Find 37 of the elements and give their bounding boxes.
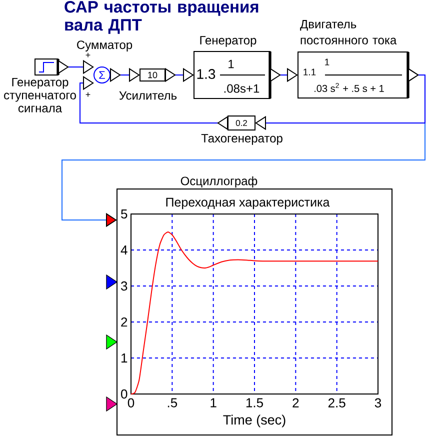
gain-value: 1.3 xyxy=(197,69,216,79)
plus-sign: + xyxy=(86,92,90,97)
numerator: 1 xyxy=(325,58,330,66)
tick-label: 0 xyxy=(128,398,134,408)
signal-line xyxy=(58,60,94,74)
diagram-title: САР частоты вращения вала ДПТ xyxy=(64,1,258,34)
denominator: .08s+1 xyxy=(224,84,260,93)
tick-label: 1 xyxy=(121,354,128,362)
gain-block: 0.2 xyxy=(228,116,256,130)
denominator: .03 s$^{2}$ + .5 s + 1 xyxy=(314,83,384,92)
axis-label: Time (sec) xyxy=(223,414,286,428)
signal-line xyxy=(165,68,194,82)
tick-label: 3 xyxy=(121,281,128,291)
tick-label: 2.5 xyxy=(328,398,346,408)
tick-label: 2 xyxy=(121,317,128,327)
tick-label: 0 xyxy=(121,389,128,399)
gain-block: 10 xyxy=(140,68,166,82)
block-label: Тахогенератор xyxy=(201,134,282,145)
block-label: Генератор xyxy=(200,36,256,47)
chart-title: Переходная характеристика xyxy=(166,198,330,210)
plus-sign: + xyxy=(86,52,90,58)
numerator: 1 xyxy=(228,60,234,68)
signal-line xyxy=(270,68,298,82)
tick-label: .5 xyxy=(168,398,178,408)
block-label: Двигатель постоянного тока xyxy=(300,20,397,44)
block-label: Генератор ступенчатого сигнала xyxy=(4,78,76,112)
block-label: Осциллограф xyxy=(180,176,258,188)
tick-label: 3 xyxy=(374,398,382,408)
tick-label: 2 xyxy=(292,398,299,408)
block-label: Сумматор xyxy=(77,40,132,52)
tick-label: 4 xyxy=(120,246,128,254)
tick-label: 1.5 xyxy=(246,398,263,408)
tick-label: 5 xyxy=(121,209,128,219)
signal-line xyxy=(110,68,140,82)
gain-value: 1.1 xyxy=(304,68,316,76)
block-label: Усилитель xyxy=(119,91,177,100)
tick-label: 1 xyxy=(210,398,216,408)
